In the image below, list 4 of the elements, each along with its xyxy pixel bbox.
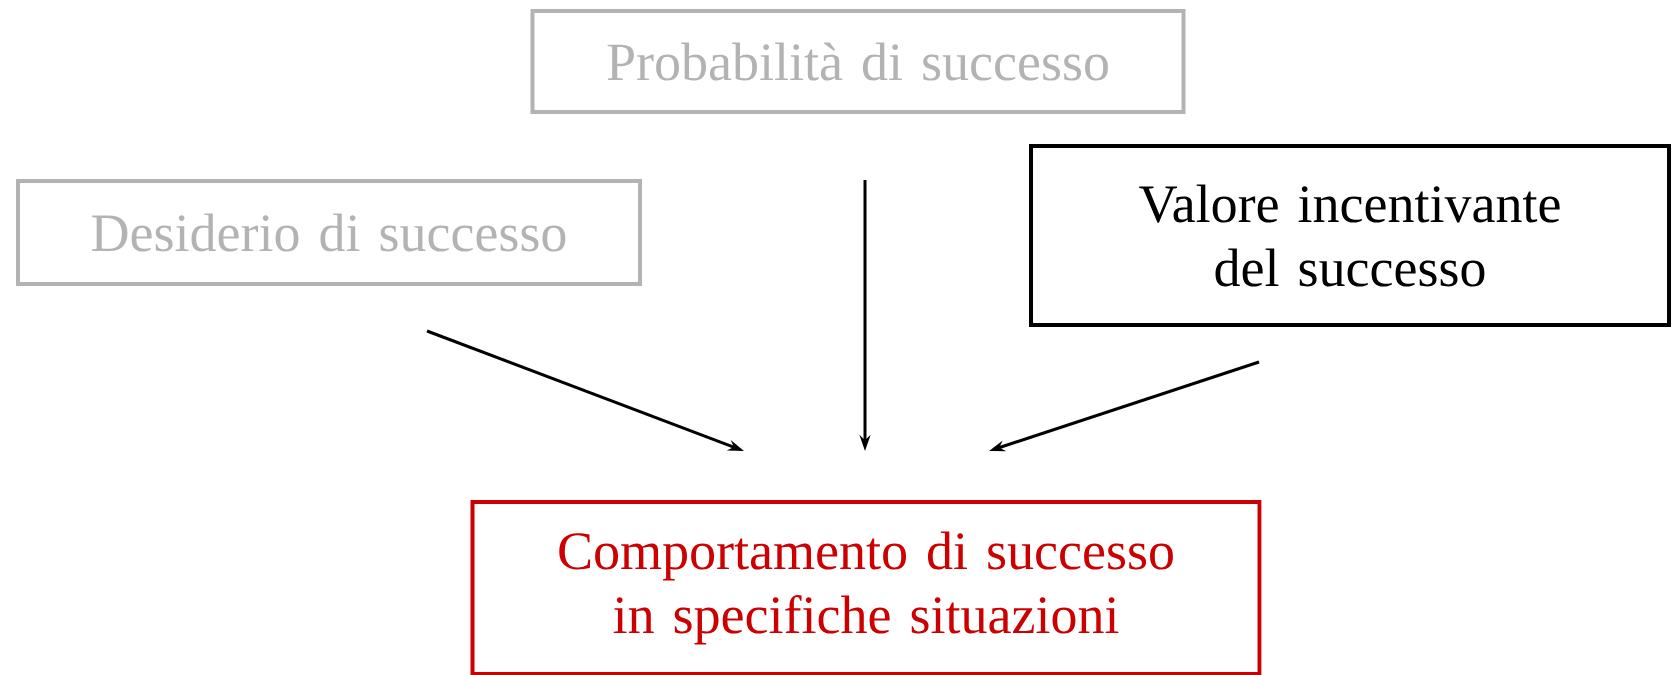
text-box: Desiderio di successo [16,179,642,286]
text-box: Valore incentivante del successo [1029,144,1671,327]
text-box: Comportamento di successo in specifiche situazioni [470,500,1262,675]
text-box: Probabilità di successo [530,9,1186,114]
